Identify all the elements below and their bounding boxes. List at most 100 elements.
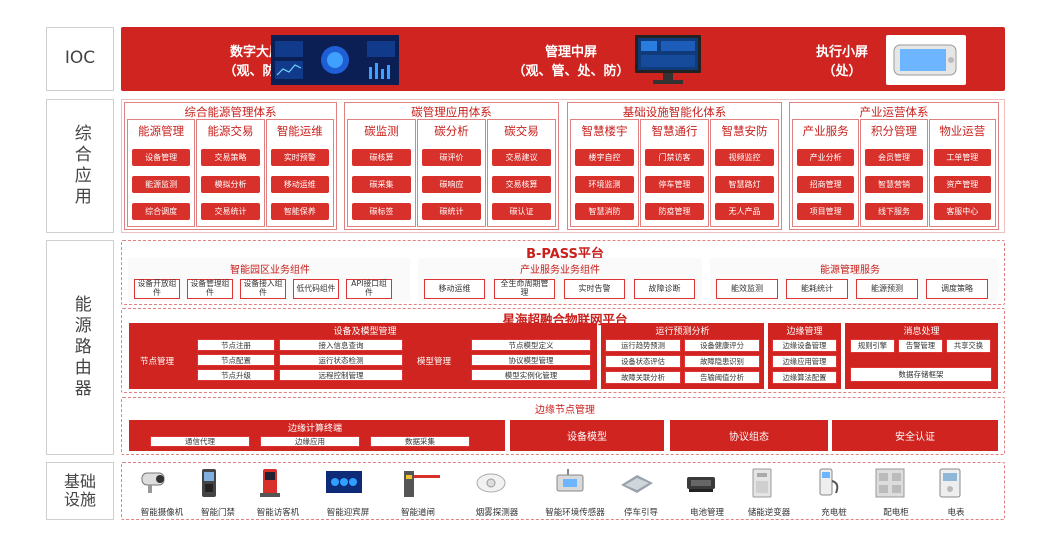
app-item[interactable]: 防疫管理 xyxy=(645,203,704,220)
park-item[interactable]: 设备接入组件 xyxy=(240,279,286,299)
app-item[interactable]: 交易建议 xyxy=(492,149,551,166)
device-item[interactable]: 智能门禁 xyxy=(178,466,258,518)
energy-item[interactable]: 能源预测 xyxy=(856,279,918,299)
app-column-header: 物业运营 xyxy=(939,124,986,138)
edge-mgmt-item[interactable]: 边缘设备管理 xyxy=(772,339,837,352)
app-item[interactable]: 交易策略 xyxy=(201,149,260,166)
energy-item[interactable]: 能耗统计 xyxy=(786,279,848,299)
distribution-cabinet-icon xyxy=(875,468,905,498)
device-item[interactable]: 电池管理 xyxy=(667,466,747,518)
model-item[interactable]: 节点模型定义 xyxy=(471,339,591,351)
app-column-header: 智慧安防 xyxy=(721,124,768,138)
pred-item[interactable]: 故障关联分析 xyxy=(605,371,681,384)
app-item[interactable]: 碳采集 xyxy=(352,176,411,193)
edge-mgmt-item[interactable]: 边缘算法配置 xyxy=(772,371,837,384)
edge-node-item[interactable]: 设备模型 xyxy=(510,420,664,451)
app-item[interactable]: 碳评价 xyxy=(422,149,481,166)
app-item[interactable]: 门禁访客 xyxy=(645,149,704,166)
data-store[interactable]: 数据存储框架 xyxy=(850,367,992,382)
device-item[interactable]: 电表 xyxy=(916,466,996,518)
app-item[interactable]: 综合调度 xyxy=(132,203,191,220)
msg-item[interactable]: 共享交换 xyxy=(946,339,991,353)
app-item[interactable]: 碳标签 xyxy=(352,203,411,220)
device-item[interactable]: 配电柜 xyxy=(856,466,936,518)
app-item[interactable]: 视频监控 xyxy=(715,149,774,166)
app-item[interactable]: 停车管理 xyxy=(645,176,704,193)
edge-mgmt-item[interactable]: 边缘应用管理 xyxy=(772,355,837,368)
pred-item[interactable]: 运行趋势预测 xyxy=(605,339,681,352)
inverter-icon xyxy=(752,468,772,498)
app-item[interactable]: 设备管理 xyxy=(132,149,191,166)
app-item[interactable]: 碳响应 xyxy=(422,176,481,193)
term-item[interactable]: 通信代理 xyxy=(150,436,250,447)
app-item[interactable]: 资产管理 xyxy=(933,176,991,193)
device-item[interactable]: 智能访客机 xyxy=(238,466,318,518)
device-label: 智能道闸 xyxy=(400,508,435,518)
edge-node-item[interactable]: 协议组态 xyxy=(670,420,828,451)
industry-item[interactable]: 实时告警 xyxy=(564,279,625,299)
access-item[interactable]: 远程控制管理 xyxy=(279,369,403,381)
device-item[interactable]: 停车引导 xyxy=(601,466,681,518)
app-item[interactable]: 智能保养 xyxy=(270,203,329,220)
industry-item[interactable]: 移动运维 xyxy=(424,279,485,299)
term-item[interactable]: 边缘应用 xyxy=(260,436,360,447)
model-item[interactable]: 协议模型管理 xyxy=(471,354,591,366)
park-item[interactable]: 设备开放组件 xyxy=(134,279,180,299)
device-label: 配电柜 xyxy=(883,508,909,518)
model-title: 设备及模型管理 xyxy=(333,327,397,337)
device-item[interactable]: 充电桩 xyxy=(794,466,874,518)
device-item[interactable]: 智能环境传感器 xyxy=(535,466,615,518)
msg-item[interactable]: 规则引擎 xyxy=(850,339,895,353)
device-item[interactable]: 智能道闸 xyxy=(378,466,458,518)
pred-item[interactable]: 设备状态评估 xyxy=(605,355,681,368)
app-item[interactable]: 楼宇自控 xyxy=(575,149,634,166)
node-item[interactable]: 节点配置 xyxy=(197,354,275,366)
app-item[interactable]: 碳认证 xyxy=(492,203,551,220)
pred-item[interactable]: 故障隐患识别 xyxy=(684,355,760,368)
app-item[interactable]: 线下服务 xyxy=(865,203,923,220)
app-item[interactable]: 智慧消防 xyxy=(575,203,634,220)
app-item[interactable]: 智慧路灯 xyxy=(715,176,774,193)
app-item[interactable]: 能源监测 xyxy=(132,176,191,193)
access-item[interactable]: 接入信息查询 xyxy=(279,339,403,351)
app-item[interactable]: 交易核算 xyxy=(492,176,551,193)
app-item[interactable]: 实时预警 xyxy=(270,149,329,166)
energy-item[interactable]: 调度策略 xyxy=(926,279,988,299)
park-item[interactable]: API接口组件 xyxy=(346,279,392,299)
device-item[interactable]: 烟雾探测器 xyxy=(457,466,537,518)
app-item[interactable]: 工单管理 xyxy=(933,149,991,166)
edge-node-item[interactable]: 安全认证 xyxy=(832,420,998,451)
app-item[interactable]: 智慧营销 xyxy=(865,176,923,193)
park-item[interactable]: 低代码组件 xyxy=(293,279,339,299)
app-item[interactable]: 移动运维 xyxy=(270,176,329,193)
node-item[interactable]: 节点注册 xyxy=(197,339,275,351)
app-item[interactable]: 客服中心 xyxy=(933,203,991,220)
app-item[interactable]: 交易统计 xyxy=(201,203,260,220)
pred-item[interactable]: 设备健康评分 xyxy=(684,339,760,352)
app-item[interactable]: 无人产品 xyxy=(715,203,774,220)
park-item[interactable]: 设备管理组件 xyxy=(187,279,233,299)
model-item[interactable]: 模型实例化管理 xyxy=(471,369,591,381)
app-item[interactable]: 碳统计 xyxy=(422,203,481,220)
energy-title: 能源管理服务 xyxy=(820,265,880,276)
app-item[interactable]: 会员管理 xyxy=(865,149,923,166)
msg-item[interactable]: 告警管理 xyxy=(898,339,943,353)
app-item[interactable]: 产业分析 xyxy=(797,149,855,166)
industry-item[interactable]: 故障诊断 xyxy=(634,279,695,299)
access-item[interactable]: 运行状态检测 xyxy=(279,354,403,366)
app-item[interactable]: 模拟分析 xyxy=(201,176,260,193)
device-item[interactable]: 智能迎宾屏 xyxy=(308,466,388,518)
dashboard-screen-icon xyxy=(271,35,399,85)
app-item[interactable]: 碳核算 xyxy=(352,149,411,166)
industry-item[interactable]: 全生命周期管理 xyxy=(494,279,555,299)
app-item[interactable]: 项目管理 xyxy=(797,203,855,220)
device-item[interactable]: 储能逆变器 xyxy=(729,466,809,518)
energy-item[interactable]: 能效监测 xyxy=(716,279,778,299)
term-item[interactable]: 数据采集 xyxy=(370,436,470,447)
device-item[interactable]: 智能摄像机 xyxy=(122,466,202,518)
pred-item[interactable]: 告输阈值分析 xyxy=(684,371,760,384)
app-item[interactable]: 招商管理 xyxy=(797,176,855,193)
node-item[interactable]: 节点升级 xyxy=(197,369,275,381)
node-label: 节点管理 xyxy=(140,357,175,367)
app-item[interactable]: 环境监测 xyxy=(575,176,634,193)
